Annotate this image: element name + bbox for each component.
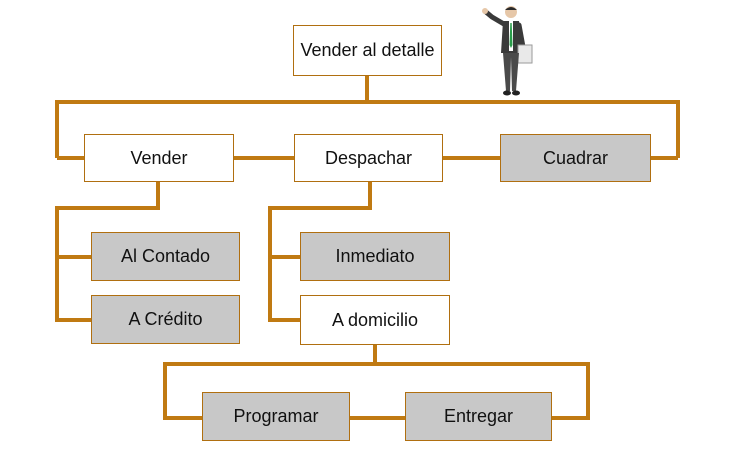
connector-vender-children <box>55 182 160 322</box>
node-despachar: Despachar <box>294 134 443 182</box>
node-a-domicilio: A domicilio <box>300 295 450 345</box>
connector-level1-bracket <box>55 100 680 158</box>
node-a-credito: A Crédito <box>91 295 240 344</box>
connector-despachar-children <box>268 182 372 322</box>
node-programar: Programar <box>202 392 350 441</box>
node-al-contado: Al Contado <box>91 232 240 281</box>
node-vender: Vender <box>84 134 234 182</box>
node-entregar: Entregar <box>405 392 552 441</box>
node-inmediato: Inmediato <box>300 232 450 281</box>
node-cuadrar: Cuadrar <box>500 134 651 182</box>
businessman-presenting-icon <box>482 6 533 96</box>
connector-domicilio-children <box>163 345 590 420</box>
node-vender-al-detalle: Vender al detalle <box>293 25 442 76</box>
